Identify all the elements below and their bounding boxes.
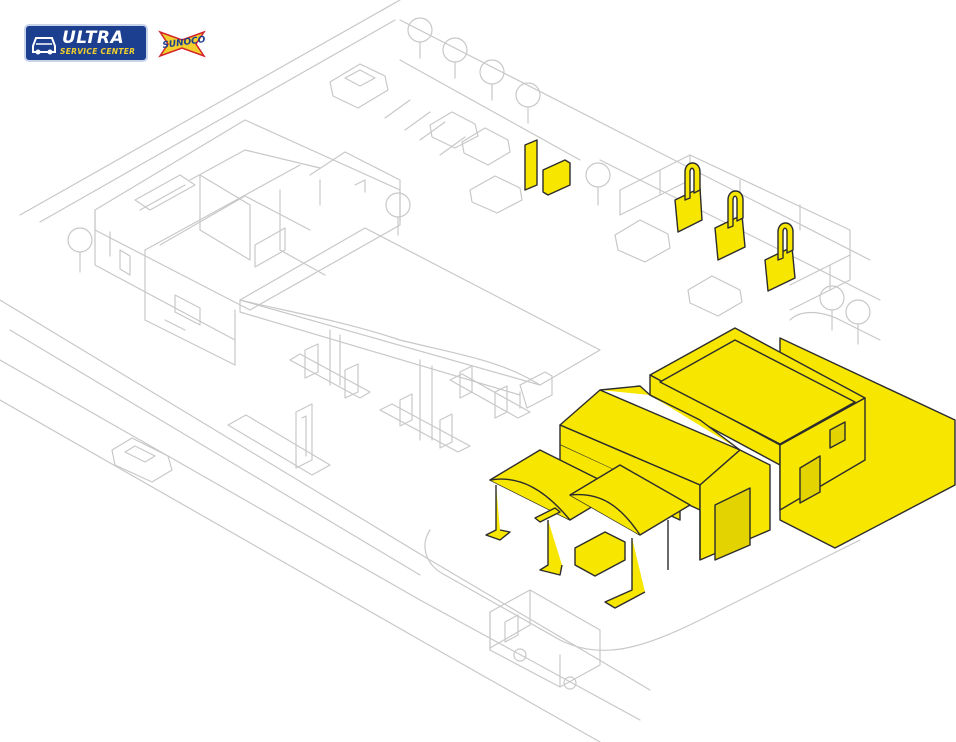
sunoco-logo: SUNOCO (152, 26, 212, 62)
brand-logos: ULTRA SERVICE CENTER SUNOCO (24, 24, 214, 66)
vacuum-stations (485, 449, 691, 609)
sunoco-arrow-icon (158, 30, 206, 58)
convenience-store (94, 119, 401, 366)
trees (67, 17, 871, 345)
price-sign (227, 403, 331, 476)
fuel-canopy (239, 227, 601, 441)
parked-cars (111, 63, 743, 483)
ultra-logo-title: ULTRA (62, 28, 125, 48)
vacuum-pods (674, 162, 796, 292)
pump-islands (289, 343, 553, 453)
road-lines (0, 0, 881, 742)
parking-stripes (384, 99, 466, 156)
service-center (649, 327, 866, 511)
ultra-service-center-logo: ULTRA SERVICE CENTER (24, 24, 148, 62)
car-icon (32, 37, 56, 55)
ultra-logo-subtitle: SERVICE CENTER (60, 47, 136, 56)
ev-fence (619, 154, 851, 311)
ev-charger (524, 139, 571, 196)
box-truck (489, 589, 601, 690)
